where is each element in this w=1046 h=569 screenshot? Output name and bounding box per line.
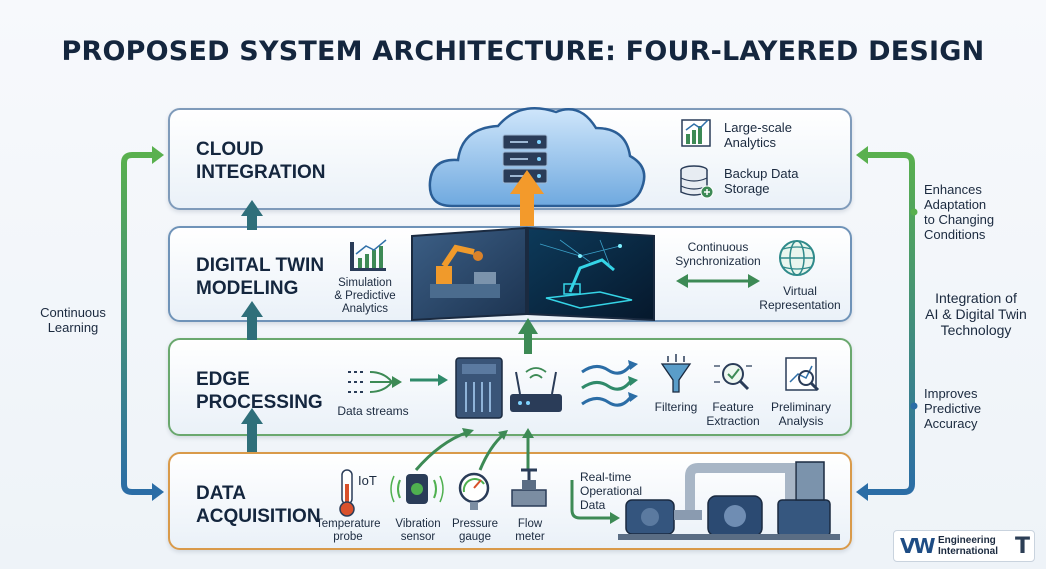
ai-digital-twin-label: Integration of AI & Digital Twin Technol… (925, 290, 1027, 338)
logo-t-icon: T (1014, 534, 1030, 559)
engineering-international-logo: VW Engineering International T (893, 530, 1035, 562)
improves-accuracy-label: Improves Predictive Accuracy (924, 386, 982, 431)
vibration-sensor-label: Vibration sensor (395, 518, 441, 543)
data-streams-label: Data streams (337, 404, 409, 418)
enhances-adaptation-label: Enhances Adaptation to Changing Conditio… (924, 182, 995, 242)
realtime-data-label: Real-time Operational Data (580, 470, 643, 512)
filtering-label: Filtering (654, 400, 698, 414)
page-title: PROPOSED SYSTEM ARCHITECTURE: FOUR-LAYER… (61, 36, 985, 67)
flow-meter-label: Flow meter (515, 518, 545, 543)
continuous-learning-label: Continuous Learning (40, 305, 106, 335)
continuous-sync-label: Continuous Synchronization (675, 240, 761, 268)
edge-layer-title: EDGE PROCESSING (196, 369, 323, 413)
edge-processing-layer: EDGE PROCESSING (168, 338, 852, 436)
feature-extraction-label: Feature Extraction (706, 400, 760, 428)
iot-label: IoT (358, 473, 377, 488)
temperature-probe-label: Temperature probe (316, 518, 381, 543)
simulation-analytics-label: Simulation & Predictive Analytics (334, 277, 396, 315)
logo-mark: VW (900, 534, 936, 558)
logo-text: Engineering International (938, 535, 999, 557)
large-scale-analytics-label: Large-scale Analytics (724, 120, 792, 150)
acq-layer-title: DATA ACQUISITION (196, 483, 321, 527)
pressure-gauge-label: Pressure gauge (451, 518, 499, 543)
virtual-representation-label: Virtual Representation (759, 284, 841, 312)
continuous-learning-loop (121, 146, 164, 501)
preliminary-analysis-label: Preliminary Analysis (770, 400, 831, 428)
twin-layer-title: DIGITAL TWIN MODELING (196, 255, 325, 299)
right-feedback-loop (856, 146, 918, 501)
backup-storage-label: Backup Data Storage (724, 166, 799, 196)
cloud-layer-title: CLOUD INTEGRATION (196, 139, 326, 183)
